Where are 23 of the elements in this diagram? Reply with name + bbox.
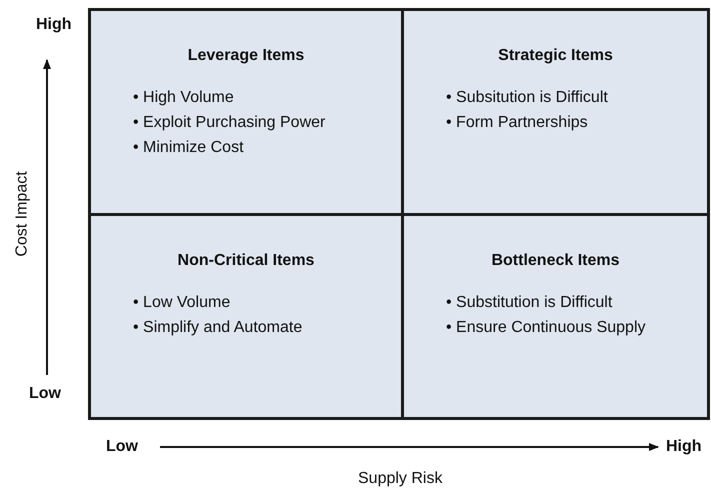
quadrant-panel xyxy=(91,11,401,213)
quadrant-heading: Non-Critical Items xyxy=(176,252,316,270)
bullet-item: • Subsitution is Difficult xyxy=(446,89,608,107)
bullet-item: • Simplify and Automate xyxy=(133,319,302,337)
quadrant-panel xyxy=(404,216,707,417)
quadrant-panel xyxy=(91,216,401,417)
quadrant-heading: Strategic Items xyxy=(497,47,614,65)
bullet-item: • Exploit Purchasing Power xyxy=(133,114,326,132)
bullet-item: • Low Volume xyxy=(133,294,230,312)
axis-end-label: Low xyxy=(29,385,61,403)
axis-title: Supply Risk xyxy=(358,470,442,488)
bullet-item: • High Volume xyxy=(133,89,234,107)
axis-end-label: High xyxy=(666,438,702,456)
axis-end-label: High xyxy=(36,16,72,34)
quadrant-heading: Leverage Items xyxy=(186,47,306,65)
quadrant-heading: Bottleneck Items xyxy=(490,252,621,270)
quadrant-panel xyxy=(404,11,707,213)
bullet-item: • Ensure Continuous Supply xyxy=(446,319,646,337)
bullet-item: • Form Partnerships xyxy=(446,114,588,132)
bullet-item: • Minimize Cost xyxy=(133,139,244,157)
axis-end-label: Low xyxy=(106,438,138,456)
axis-title: Cost Impact xyxy=(14,171,32,257)
bullet-item: • Substitution is Difficult xyxy=(446,294,612,312)
